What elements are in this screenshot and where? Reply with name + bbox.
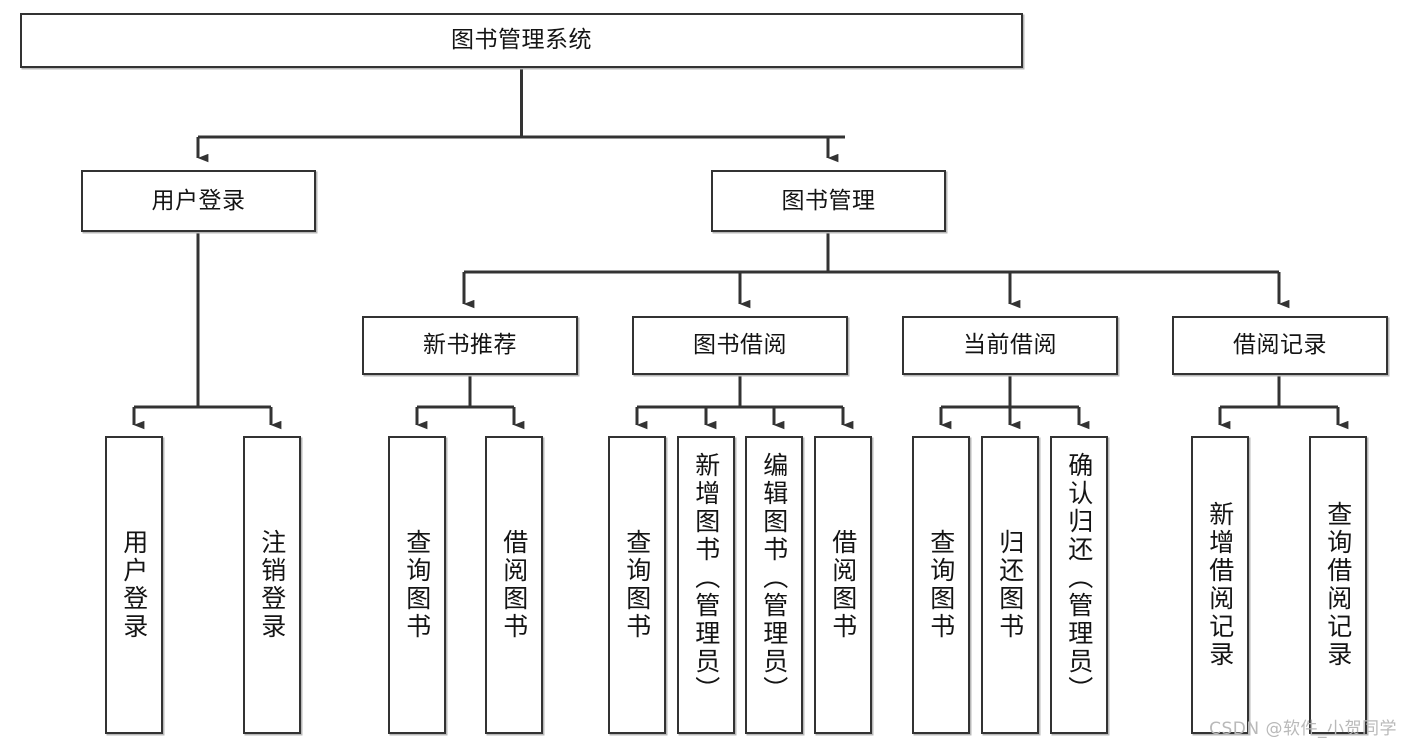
node-label: 归还图书 — [995, 529, 1025, 641]
leaf-add-book-admin[interactable]: 新增图书（管理员） — [677, 436, 735, 734]
node-label: 图书管理 — [781, 187, 876, 214]
csdn-watermark: CSDN @软件_小贺同学 — [1209, 719, 1397, 739]
node-label: 用户登录 — [119, 529, 149, 641]
leaf-edit-book-admin[interactable]: 编辑图书（管理员） — [745, 436, 803, 734]
leaf-query-borrow-record[interactable]: 查询借阅记录 — [1309, 436, 1367, 734]
leaf-add-borrow-record[interactable]: 新增借阅记录 — [1191, 436, 1249, 734]
node-label: 借阅图书 — [499, 529, 529, 641]
leaf-borrow-book[interactable]: 借阅图书 — [814, 436, 872, 734]
leaf-borrow-book-recommend[interactable]: 借阅图书 — [485, 436, 543, 734]
node-label: 新书推荐 — [423, 332, 517, 359]
node-label: 确认归还（管理员） — [1064, 452, 1094, 704]
node-label: 查询图书 — [926, 529, 956, 641]
leaf-query-book-borrow[interactable]: 查询图书 — [608, 436, 666, 734]
leaf-confirm-return-admin[interactable]: 确认归还（管理员） — [1050, 436, 1108, 734]
node-book-borrow[interactable]: 图书借阅 — [632, 316, 848, 375]
leaf-user-login[interactable]: 用户登录 — [105, 436, 163, 734]
node-borrow-record[interactable]: 借阅记录 — [1172, 316, 1388, 375]
leaf-return-book[interactable]: 归还图书 — [981, 436, 1039, 734]
node-current-borrow[interactable]: 当前借阅 — [902, 316, 1118, 375]
node-label: 图书借阅 — [693, 332, 787, 359]
node-label: 新增图书（管理员） — [691, 452, 721, 704]
node-label: 查询图书 — [402, 529, 432, 641]
node-book-management[interactable]: 图书管理 — [711, 170, 946, 232]
node-label: 注销登录 — [257, 529, 287, 641]
leaf-query-book-current[interactable]: 查询图书 — [912, 436, 970, 734]
node-new-book-recommend[interactable]: 新书推荐 — [362, 316, 578, 375]
node-label: 用户登录 — [151, 187, 246, 214]
node-label: 新增借阅记录 — [1205, 501, 1235, 669]
node-label: 当前借阅 — [963, 332, 1057, 359]
node-book-management-system[interactable]: 图书管理系统 — [20, 13, 1023, 68]
leaf-logout-login[interactable]: 注销登录 — [243, 436, 301, 734]
node-label: 借阅记录 — [1233, 332, 1327, 359]
node-label: 查询图书 — [622, 529, 652, 641]
node-label: 编辑图书（管理员） — [759, 452, 789, 704]
node-label: 查询借阅记录 — [1323, 501, 1353, 669]
node-user-login[interactable]: 用户登录 — [81, 170, 316, 232]
leaf-query-book-recommend[interactable]: 查询图书 — [388, 436, 446, 734]
node-label: 图书管理系统 — [451, 27, 592, 54]
node-label: 借阅图书 — [828, 529, 858, 641]
